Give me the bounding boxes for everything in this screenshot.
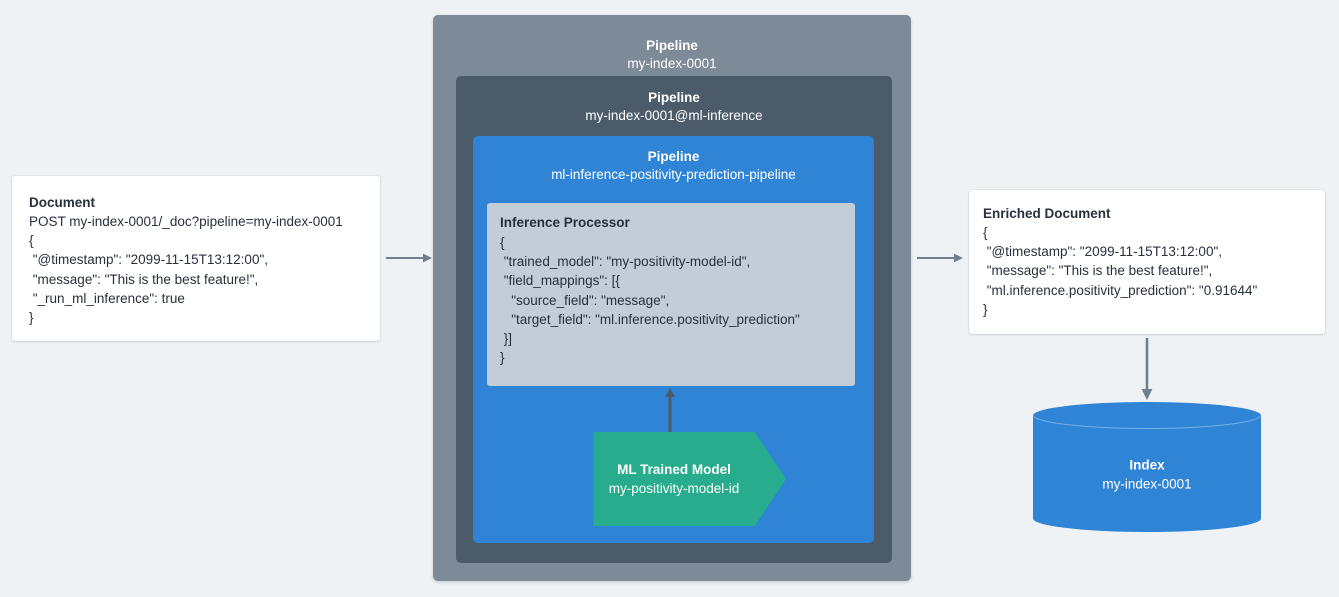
- ml-trained-model-hexagon: ML Trained Model my-positivity-model-id: [593, 432, 786, 526]
- document-title: Document: [29, 195, 96, 210]
- enriched-document-line: }: [983, 301, 988, 317]
- inference-processor-line: "source_field": "message",: [500, 292, 670, 308]
- index-cylinder: Index my-index-0001: [1033, 402, 1261, 532]
- cylinder-top-ellipse: [1033, 402, 1261, 429]
- inference-processor-line: "trained_model": "my-positivity-model-id…: [500, 254, 751, 270]
- pipeline-outer-header: Pipeline my-index-0001: [433, 37, 911, 73]
- arrow-document-to-pipeline: [386, 251, 434, 265]
- enriched-document-line: "ml.inference.positivity_prediction": "0…: [983, 282, 1258, 298]
- index-kind: Index: [1129, 457, 1165, 473]
- arrow-enriched-document-to-index: [1140, 338, 1154, 400]
- ml-trained-model-name: my-positivity-model-id: [608, 480, 740, 496]
- pipeline-outer-kind: Pipeline: [646, 38, 698, 53]
- document-line: "@timestamp": "2099-11-15T13:12:00",: [29, 252, 268, 268]
- index-label: Index my-index-0001: [1033, 455, 1261, 494]
- inference-processor-panel: Inference Processor { "trained_model": "…: [487, 203, 855, 386]
- enriched-document-title: Enriched Document: [983, 206, 1111, 221]
- index-name: my-index-0001: [1102, 476, 1192, 492]
- document-line: "message": "This is the best feature!",: [29, 271, 259, 287]
- pipeline-inner-kind: Pipeline: [647, 149, 700, 164]
- inference-processor-line: }]: [500, 331, 513, 347]
- inference-processor-line: "target_field": "ml.inference.positivity…: [500, 311, 800, 327]
- pipeline-inner-name: ml-inference-positivity-prediction-pipel…: [551, 167, 796, 182]
- cylinder-body: [1033, 415, 1261, 518]
- inference-processor-line: {: [500, 235, 505, 250]
- document-line: POST my-index-0001/_doc?pipeline=my-inde…: [29, 214, 343, 229]
- document-line: }: [29, 310, 34, 326]
- arrow-pipeline-to-enriched-document: [917, 251, 965, 265]
- pipeline-inner-header: Pipeline ml-inference-positivity-predict…: [473, 148, 874, 184]
- inference-processor-line: }: [500, 350, 505, 366]
- pipeline-middle-header: Pipeline my-index-0001@ml-inference: [456, 89, 892, 125]
- arrow-model-to-processor: [663, 388, 677, 434]
- document-card: Document POST my-index-0001/_doc?pipelin…: [12, 176, 380, 341]
- pipeline-middle-name: my-index-0001@ml-inference: [585, 108, 763, 123]
- pipeline-outer-name: my-index-0001: [627, 56, 717, 71]
- document-line: "_run_ml_inference": true: [29, 290, 185, 306]
- enriched-document-card: Enriched Document { "@timestamp": "2099-…: [969, 190, 1325, 334]
- document-line: {: [29, 233, 34, 249]
- pipeline-middle-kind: Pipeline: [648, 90, 700, 105]
- enriched-document-line: "message": "This is the best feature!",: [983, 263, 1213, 279]
- inference-processor-line: "field_mappings": [{: [500, 273, 620, 289]
- enriched-document-line: "@timestamp": "2099-11-15T13:12:00",: [983, 244, 1222, 260]
- ml-trained-model-kind: ML Trained Model: [617, 461, 731, 477]
- inference-processor-title: Inference Processor: [500, 215, 630, 230]
- enriched-document-line: {: [983, 225, 988, 240]
